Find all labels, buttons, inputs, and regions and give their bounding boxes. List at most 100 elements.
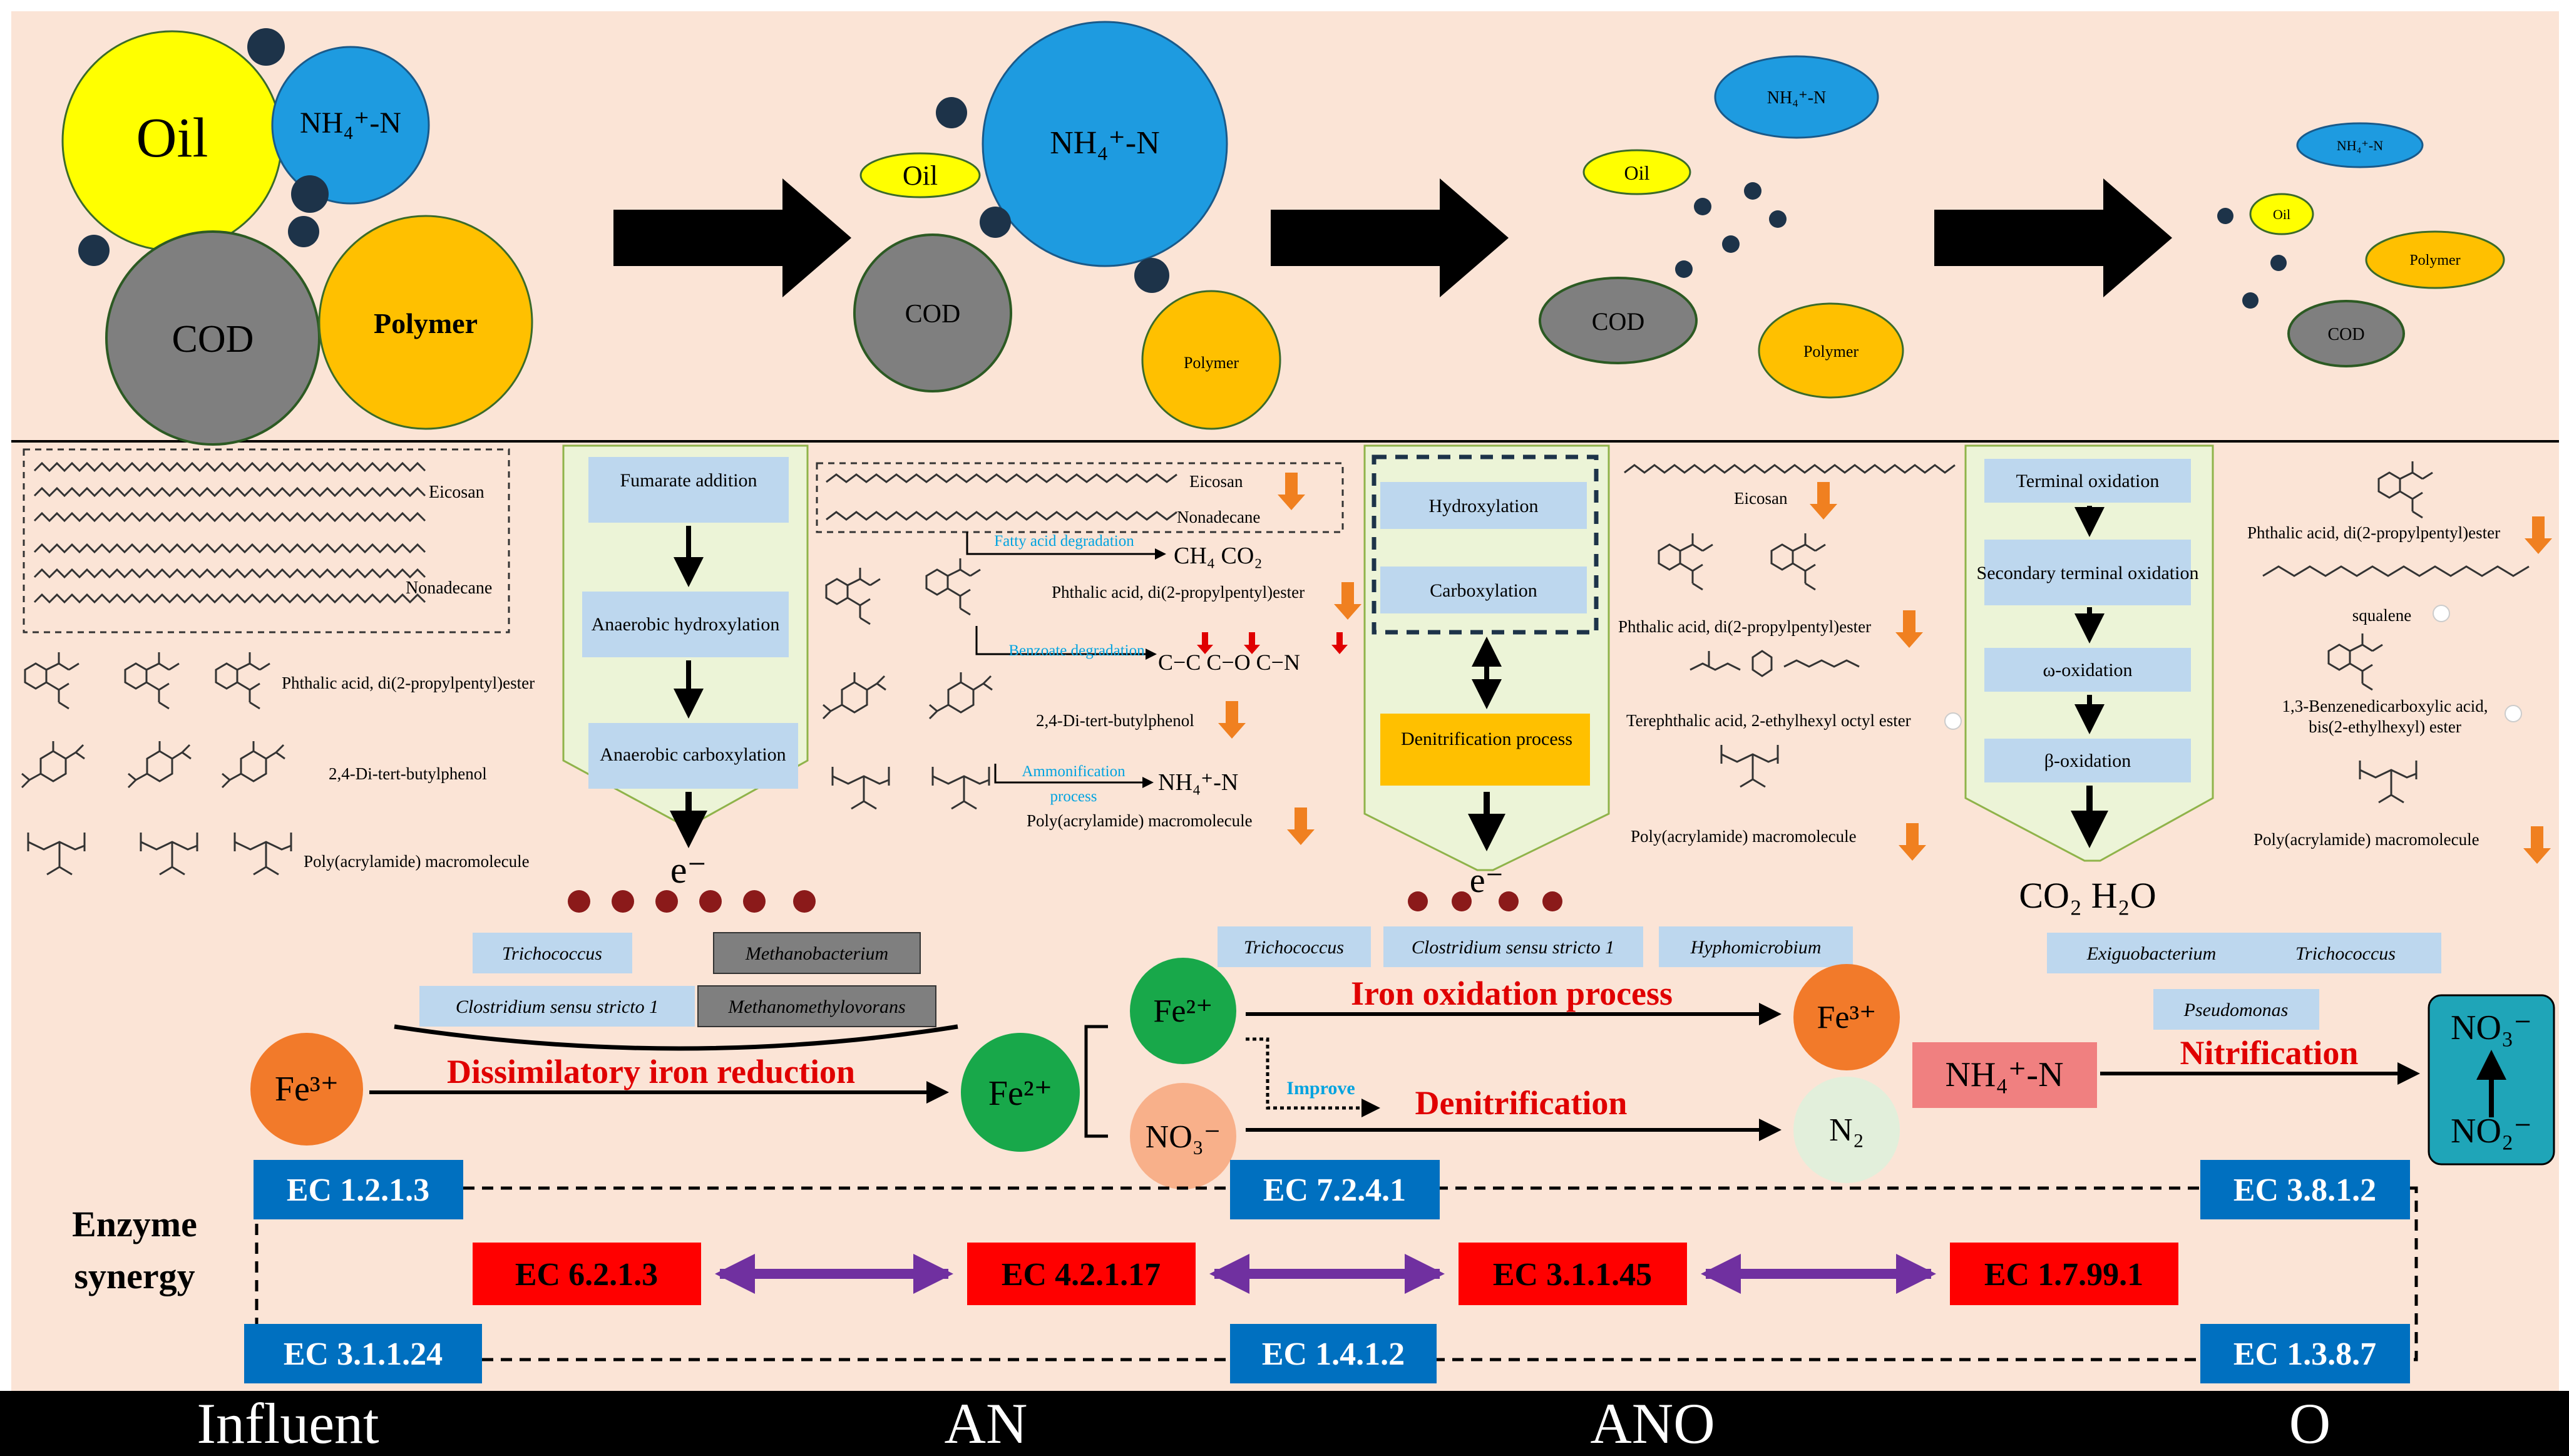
bacteria-label: Methanomethylovorans	[727, 997, 905, 1017]
compound-label: Poly(acrylamide) macromolecule	[2254, 830, 2479, 849]
polymer-label: Polymer	[374, 307, 478, 339]
compound-label: Poly(acrylamide) macromolecule	[304, 852, 530, 871]
step-label: Anaerobic carboxylation	[600, 744, 786, 765]
dot	[1134, 258, 1169, 293]
nh4-label: NH₄⁺-N	[300, 106, 401, 140]
products-label: CH₄ CO₂	[1174, 543, 1263, 569]
stage-label: Influent	[197, 1392, 379, 1455]
an-particles: Oil NH₄⁺-N COD Polymer	[853, 21, 1281, 430]
bacteria-label: Exiguobacterium	[2086, 943, 2217, 964]
nh4-circle	[982, 21, 1228, 267]
products-label: NH₄⁺-N	[1158, 769, 1238, 796]
bacteria-o: Exiguobacterium Trichococcus Pseudomonas	[2047, 933, 2441, 1030]
enzyme-box	[1950, 1243, 2178, 1305]
enzyme-label: EC 1.2.1.3	[287, 1172, 429, 1208]
enzyme-box	[2200, 1160, 2410, 1219]
step-label: Fumarate addition	[620, 470, 757, 491]
polymer-circle	[2365, 230, 2505, 289]
n2-circle	[1793, 1077, 1900, 1183]
enzyme-label: EC 3.1.1.24	[284, 1336, 443, 1372]
step-box	[1380, 714, 1590, 786]
polymer-label: Polymer	[1184, 354, 1239, 372]
bacteria-label: Clostridium sensu stricto 1	[456, 997, 659, 1017]
dot	[2242, 292, 2259, 309]
species-label: NO₃⁻	[2451, 1008, 2532, 1047]
fe3-circle	[250, 1033, 363, 1146]
enzyme-box	[1230, 1160, 1440, 1219]
polymer-circle	[1758, 302, 1904, 399]
dot	[1675, 260, 1693, 278]
iron-nitrogen-processes: Fe³⁺ Dissimilatory iron reduction Fe²⁺ F…	[250, 958, 2555, 1189]
species-label: NO₃⁻	[1146, 1119, 1221, 1155]
bacteria-label: Trichococcus	[502, 943, 602, 964]
bacteria-box	[713, 932, 921, 974]
step-box	[582, 592, 789, 657]
pathway-label: Benzoate degradation	[1008, 642, 1145, 659]
enzyme-box	[244, 1324, 482, 1383]
white-dot	[2505, 705, 2522, 722]
bacteria-label: Clostridium sensu stricto 1	[1412, 937, 1614, 958]
enzyme-label: EC 1.7.99.1	[1984, 1257, 2143, 1293]
improve-label: Improve	[1286, 1078, 1355, 1099]
oil-circle	[2249, 193, 2314, 235]
bacteria-box	[2250, 933, 2441, 973]
polymer-label: Polymer	[1803, 342, 1859, 361]
enzyme-box	[967, 1243, 1196, 1305]
bacteria-an: Trichococcus Methanobacterium Clostridiu…	[394, 932, 958, 1051]
oil-label: Oil	[1624, 161, 1650, 184]
dot	[936, 97, 967, 128]
down-arrow	[1334, 582, 1361, 620]
compound-label: Poly(acrylamide) macromolecule	[1631, 827, 1857, 846]
step-label: Terminal oxidation	[2016, 471, 2160, 491]
pathway-label: Ammonification	[1022, 763, 1126, 780]
compound-label: Phthalic acid, di(2-propylpentyl)ester	[282, 674, 535, 692]
no3-circle	[1130, 1083, 1236, 1189]
compound-label: Eicosan	[429, 483, 485, 502]
dot	[288, 216, 319, 247]
enzyme-label: EC 1.4.1.2	[1262, 1336, 1405, 1372]
bacteria-box	[473, 933, 632, 973]
compound-label: Terephthalic acid, 2-ethylhexyl octyl es…	[1626, 711, 1911, 730]
stage-arrow	[613, 178, 851, 297]
bacteria-box	[1218, 926, 1371, 967]
ano-particles: NH₄⁺-N Oil COD Polymer	[1539, 55, 1904, 399]
dot	[2217, 208, 2233, 224]
pathway-label: Fatty acid degradation	[994, 533, 1134, 550]
cod-circle	[105, 230, 320, 446]
step-box	[1380, 567, 1587, 613]
cod-label: COD	[2327, 325, 2364, 344]
enzyme-box	[1230, 1324, 1437, 1383]
enzyme-box	[2200, 1324, 2410, 1383]
fe2-circle	[961, 1033, 1080, 1152]
step-label: ω-oxidation	[2043, 660, 2132, 680]
oil-circle	[859, 152, 981, 198]
down-arrow	[1218, 701, 1246, 739]
process-label: Denitrification	[1415, 1084, 1628, 1122]
compound-label: Eicosan	[1189, 472, 1243, 491]
step-label: Hydroxylation	[1429, 496, 1539, 516]
electron-label: e⁻	[1470, 861, 1504, 900]
oil-label: Oil	[2273, 207, 2290, 222]
compound-label: Phthalic acid, di(2-propylpentyl)ester	[2247, 523, 2500, 542]
ano-compounds: Eicosan Phthalic acid, di(2-propylpentyl…	[1618, 464, 1962, 861]
electron-balls-ano	[1408, 891, 1562, 911]
step-box	[588, 457, 789, 523]
bacteria-box	[697, 985, 936, 1027]
bacteria-label: Methanobacterium	[745, 943, 888, 964]
down-arrow	[1278, 473, 1305, 510]
step-box	[1984, 648, 2191, 692]
cod-circle	[1539, 277, 1698, 364]
species-label: NO₂⁻	[2451, 1112, 2532, 1151]
white-dot	[1944, 712, 1962, 730]
oil-label: Oil	[136, 107, 208, 169]
influent-compounds: Eicosan Nonadecane Phthalic acid, di(2-p…	[21, 448, 535, 876]
bacteria-box	[1383, 926, 1643, 967]
step-box	[1984, 540, 2191, 605]
fe2-circle	[1130, 958, 1236, 1064]
compound-label: Poly(acrylamide) macromolecule	[1027, 811, 1253, 830]
down-arrow	[2523, 826, 2551, 864]
brace-curve	[394, 1024, 958, 1051]
step-box	[588, 723, 798, 789]
compound-label: Phthalic acid, di(2-propylpentyl)ester	[1052, 583, 1305, 602]
electron-balls-an	[568, 890, 816, 913]
